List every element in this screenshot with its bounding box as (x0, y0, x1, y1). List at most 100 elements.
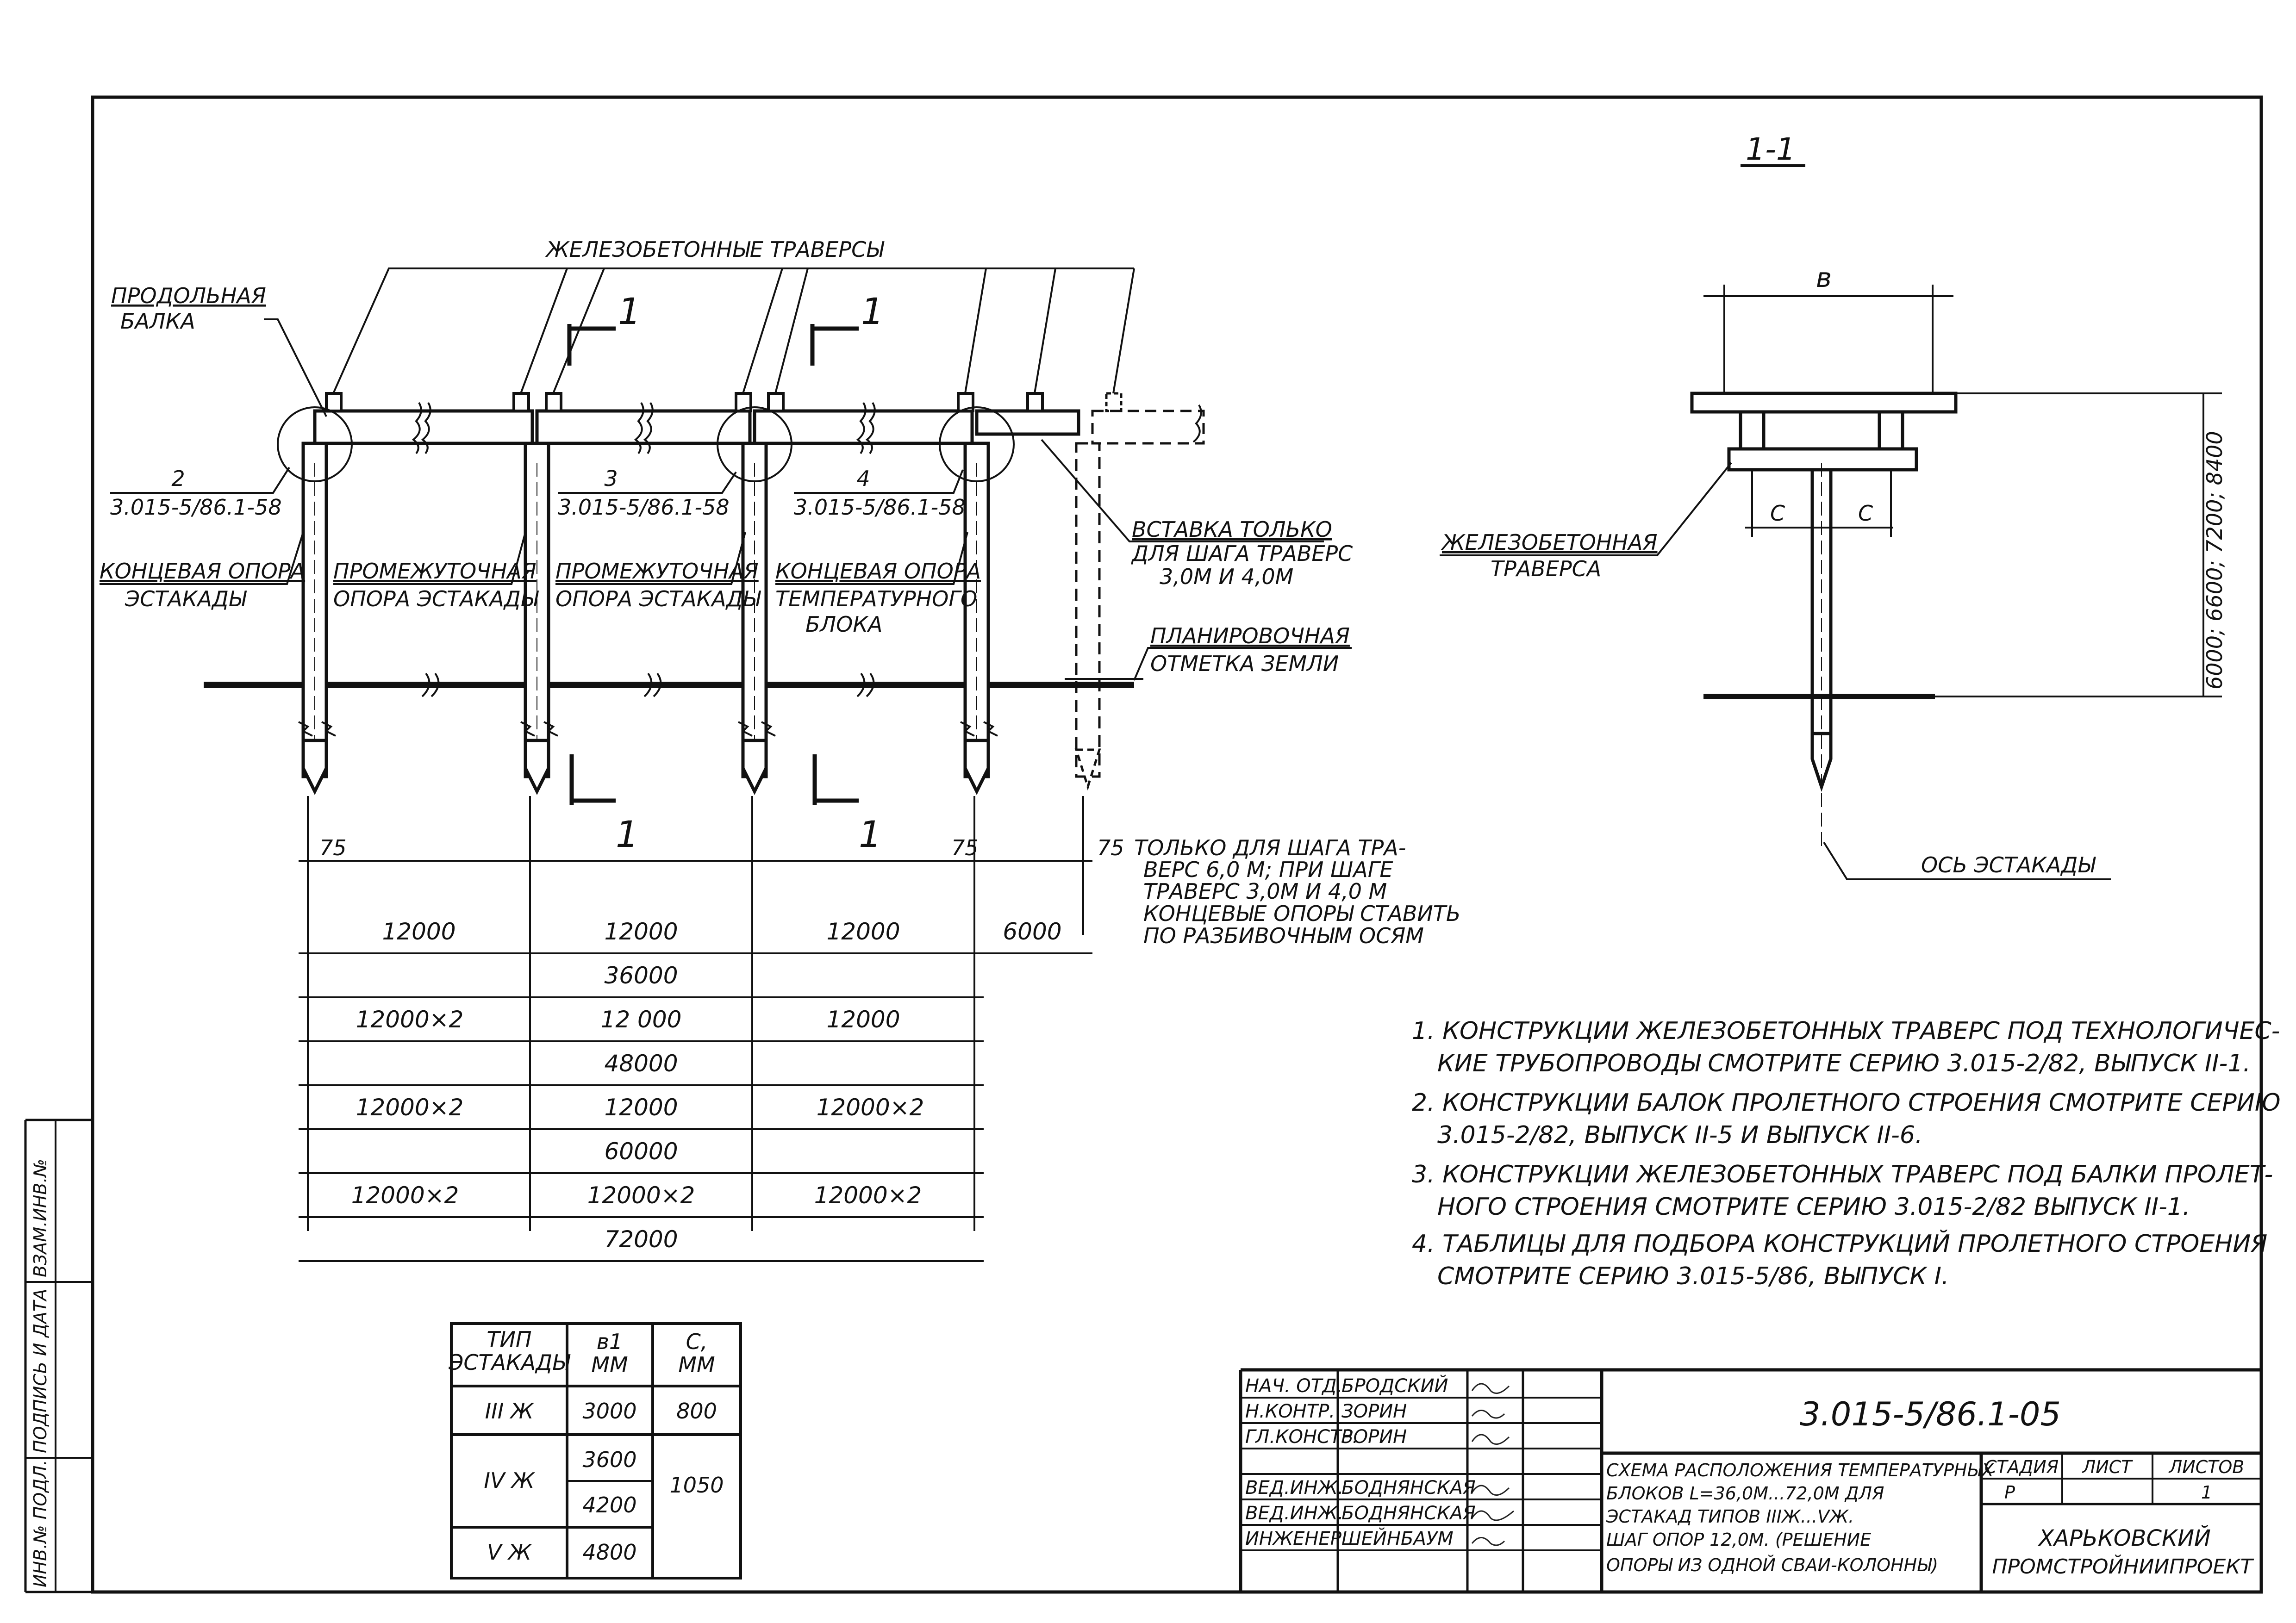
note-4b: СМОТРИТЕ СЕРИЮ 3.015-5/86, ВЫПУСК I. (1437, 1262, 1949, 1290)
column-1 (298, 442, 336, 795)
type-table (450, 1322, 742, 1579)
column-2 (520, 442, 558, 795)
node-2-ref: 3.015-5/86.1-58 (110, 495, 282, 520)
table-h1b: ЭСТАКАДЫ (448, 1350, 571, 1375)
only-note-1: ТОЛЬКО ДЛЯ ШАГА ТРА- (1134, 835, 1406, 860)
section-mark: 1-1 (1746, 131, 1796, 167)
stamp-org-2: ПРОМСТРОЙНИИПРОЕКТ (1992, 1554, 2254, 1579)
table-h2a: в1 (597, 1329, 623, 1354)
stamp-name-3: ЗОРИН (1341, 1426, 1407, 1448)
table-b-4a: 3600 (582, 1447, 636, 1472)
stamp-sheets: 1 (2201, 1482, 2212, 1503)
section-axis-label: ОСЬ ЭСТАКАДЫ (1921, 852, 2096, 877)
stamp-role-2: Н.КОНТР. (1245, 1401, 1335, 1422)
notes: 1. КОНСТРУКЦИИ ЖЕЛЕЗОБЕТОННЫХ ТРАВЕРС ПО… (1412, 1017, 2281, 1290)
node-4-number: 4 (856, 466, 870, 491)
node-circle-3 (717, 406, 792, 482)
section-cuts (567, 324, 859, 805)
node-3-ref: 3.015-5/86.1-58 (558, 495, 730, 520)
stamp-role-6: ИНЖЕНЕР (1245, 1528, 1342, 1549)
insert-label-2: ДЛЯ ШАГА ТРАВЕРС (1131, 541, 1353, 566)
table-h2b: ММ (591, 1352, 628, 1377)
temp-support-label-2: ТЕМПЕРАТУРНОГО (775, 586, 977, 611)
stamp-name-5: БОДНЯНСКАЯ (1341, 1503, 1476, 1524)
side-strip-inv-replace: ВЗАМ.ИНВ.№ (30, 1159, 50, 1277)
insert-label-3: 3,0М И 4,0М (1160, 564, 1293, 589)
node-2-number: 2 (171, 466, 185, 491)
stamp-name-2: ЗОРИН (1341, 1401, 1407, 1422)
table-c-4: 1050 (669, 1473, 724, 1498)
section-c-right: С (1858, 501, 1873, 526)
table-type-3: III Ж (485, 1399, 535, 1424)
temp-support-label-1: КОНЦЕВАЯ ОПОРА (775, 559, 981, 584)
only-note-3: ТРАВЕРС 3,0М И 4,0 М (1143, 879, 1387, 904)
dim-total-3: 60000 (604, 1138, 678, 1165)
mid-support-2-label-a: ПРОМЕЖУТОЧНАЯ (555, 559, 759, 584)
stamp-role-1: НАЧ. ОТД. (1245, 1375, 1342, 1397)
dim-r4-1: 12000×2 (351, 1182, 459, 1209)
dim-r1-1: 12000 (382, 918, 455, 945)
long-beam-label-2: БАЛКА (120, 309, 195, 334)
stamp-role-4: ВЕД.ИНЖ. (1245, 1477, 1343, 1499)
stamp-role-3: ГЛ.КОНСТР. (1245, 1426, 1358, 1448)
stamp-org-1: ХАРЬКОВСКИЙ (2037, 1525, 2211, 1551)
stamp-name-4: БОДНЯНСКАЯ (1341, 1477, 1476, 1499)
only-note-4: КОНЦЕВЫЕ ОПОРЫ СТАВИТЬ (1143, 901, 1460, 926)
table-b-4b: 4200 (582, 1492, 636, 1517)
stamp-role-5: ВЕД.ИНЖ. (1245, 1503, 1343, 1524)
stamp-title-5: ОПОРЫ ИЗ ОДНОЙ СВАИ-КОЛОННЫ) (1606, 1555, 1938, 1575)
node-circle-4 (939, 406, 1015, 482)
dim-total-1: 36000 (604, 962, 678, 989)
cut-label-bottom-1: 1 (616, 814, 639, 856)
dimension-lines (299, 796, 1092, 1262)
dim-75-c: 75 (1097, 835, 1124, 860)
note-2b: 3.015-2/82, ВЫПУСК II-5 И ВЫПУСК II-6. (1437, 1121, 1923, 1149)
stamp-sheet-header: ЛИСТ (2082, 1457, 2134, 1477)
dim-r2-1: 12000×2 (356, 1006, 464, 1033)
stamp-code: 3.015-5/86.1-05 (1800, 1395, 2061, 1433)
dim-r1-2: 12000 (604, 918, 678, 945)
stamp-name-1: БРОДСКИЙ (1341, 1374, 1448, 1397)
dim-75-a: 75 (319, 835, 347, 860)
stamp-name-6: ШЕЙНБАУМ (1341, 1527, 1454, 1549)
mid-support-1-label-b: ОПОРА ЭСТАКАДЫ (333, 586, 539, 611)
dim-r3-1: 12000×2 (356, 1094, 464, 1121)
only-note-5: ПО РАЗБИВОЧНЫМ ОСЯМ (1143, 923, 1424, 948)
dim-r2-2: 12 000 (601, 1006, 682, 1033)
stamp-stage: Р (2004, 1482, 2015, 1503)
beam-span-4 (975, 409, 1080, 436)
title-block (1239, 1368, 2261, 1592)
column-4 (960, 442, 998, 795)
end-support-label-2: ЭСТАКАДЫ (125, 586, 247, 611)
dim-r2-3: 12000 (826, 1006, 900, 1033)
note-3b: НОГО СТРОЕНИЯ СМОТРИТЕ СЕРИЮ 3.015-2/82 … (1437, 1193, 2190, 1221)
column-insert (1074, 442, 1101, 791)
temp-support-label-3: БЛОКА (805, 612, 882, 637)
node-3-number: 3 (604, 466, 618, 491)
dim-total-2: 48000 (604, 1050, 678, 1077)
sheet-frame (24, 95, 2263, 1594)
mid-support-1-label-a: ПРОМЕЖУТОЧНАЯ (333, 559, 537, 584)
section-rc-traverse-1: ЖЕЛЕЗОБЕТОННАЯ (1441, 530, 1658, 555)
side-strip-signature: ПОДПИСЬ И ДАТА (30, 1289, 50, 1453)
beam-span-2 (535, 409, 752, 445)
stamp-title-3: ЭСТАКАД ТИПОВ IIIЖ...VЖ. (1606, 1506, 1854, 1527)
dim-r3-3: 12000×2 (817, 1094, 924, 1121)
stamp-title-1: СХЕМА РАСПОЛОЖЕНИЯ ТЕМПЕРАТУРНЫХ (1606, 1460, 1994, 1480)
table-c-3: 800 (676, 1399, 717, 1424)
dim-total-4: 72000 (604, 1226, 678, 1253)
note-4a: 4. ТАБЛИЦЫ ДЛЯ ПОДБОРА КОНСТРУКЦИЙ ПРОЛЕ… (1412, 1230, 2267, 1258)
node-circle-2 (277, 406, 353, 482)
cut-label-bottom-2: 1 (859, 814, 882, 856)
section-view (1440, 285, 2222, 880)
insert-label-1: ВСТАВКА ТОЛЬКО (1132, 517, 1332, 542)
stamp-sheets-header: ЛИСТОВ (2168, 1457, 2245, 1477)
only-note-2: ВЕРС 6,0 М; ПРИ ШАГЕ (1143, 857, 1393, 882)
table-h3a: С, (686, 1329, 708, 1354)
note-3a: 3. КОНСТРУКЦИИ ЖЕЛЕЗОБЕТОННЫХ ТРАВЕРС ПО… (1412, 1161, 2273, 1188)
rc-traverses-label: ЖЕЛЕЗОБЕТОННЫЕ ТРАВЕРСЫ (545, 237, 885, 262)
signatures (1471, 1383, 1514, 1546)
elevation-view (204, 392, 1205, 795)
cut-label-top-2: 1 (861, 291, 884, 333)
